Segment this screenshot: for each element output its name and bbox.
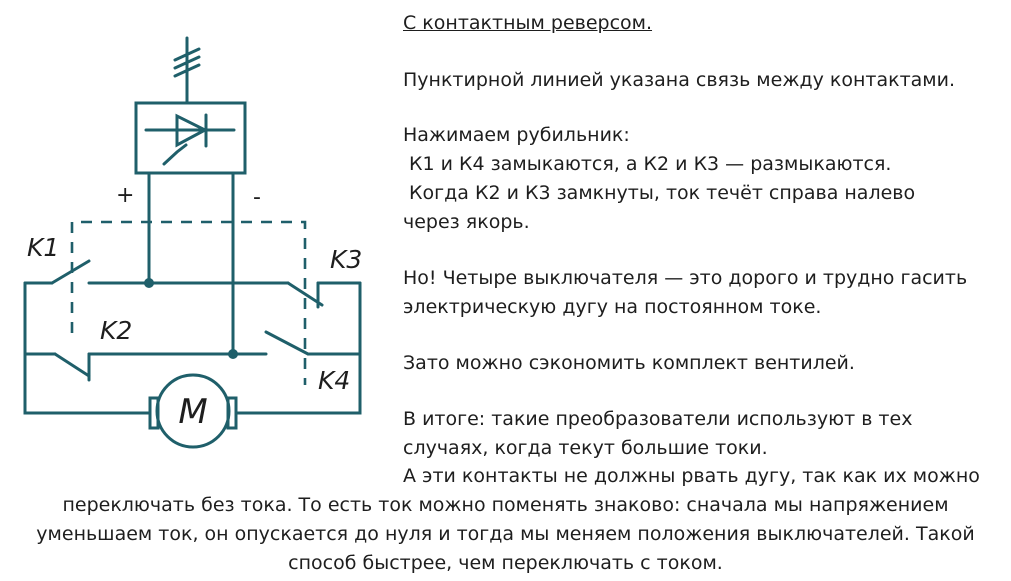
conclusion-line-1: В итоге: такие преобразователи использую…	[403, 408, 913, 430]
minus-terminal-label: -	[253, 185, 261, 210]
mechanical-linkage-dashed	[70, 220, 307, 385]
contact-k4	[264, 330, 362, 356]
conclusion-line-5: уменьшаем ток, он опускается до нуля и т…	[36, 523, 975, 545]
saving-note: Зато можно сэкономить комплект вентилей.	[403, 352, 855, 374]
switch-press-line-2: К1 и К4 замыкаются, а К2 и К3 — размыкаю…	[403, 153, 892, 175]
junction-minus	[228, 349, 238, 359]
motor-symbol	[148, 373, 238, 449]
drawback-line-1: Но! Четыре выключателя — это дорого и тр…	[403, 267, 968, 289]
k2-label: K2	[100, 316, 132, 345]
k3-label: K3	[330, 245, 362, 274]
switch-press-line-3: Когда К2 и К3 замкнуты, ток течёт справа…	[403, 182, 916, 204]
contact-k2	[23, 352, 91, 382]
drawback-line-2: электрическую дугу на постоянном токе.	[403, 296, 822, 318]
three-phase-supply-symbol	[173, 36, 201, 105]
switch-press-line-4: через якорь.	[403, 211, 530, 233]
plus-terminal-label: +	[116, 183, 134, 208]
section-heading: С контактным реверсом.	[403, 12, 653, 34]
conclusion-line-6: способ быстрее, чем переключать с током.	[288, 552, 723, 574]
k4-label: K4	[318, 366, 350, 395]
thyristor-converter-block	[134, 101, 247, 175]
conclusion-line-2: случаях, когда текут большие токи.	[403, 437, 768, 459]
dc-output-wires	[147, 171, 235, 356]
contact-k3	[286, 281, 362, 309]
conclusion-line-4: переключать без тока. То есть ток можно …	[62, 494, 949, 516]
switch-press-line-1: Нажимаем рубильник:	[403, 124, 630, 146]
contact-reverse-schematic: + - M K1 K2 K3 K4	[23, 36, 362, 449]
linkage-note: Пунктирной линией указана связь между ко…	[403, 69, 956, 91]
motor-loop-wires	[23, 281, 362, 415]
motor-label: M	[178, 392, 207, 432]
contact-k1	[23, 259, 91, 285]
junction-plus	[144, 278, 154, 288]
k1-label: K1	[27, 233, 59, 262]
conclusion-line-3: А эти контакты не должны рвать дугу, так…	[403, 465, 980, 487]
conclusion-centered-block: переключать без тока. То есть ток можно …	[0, 491, 1011, 578]
